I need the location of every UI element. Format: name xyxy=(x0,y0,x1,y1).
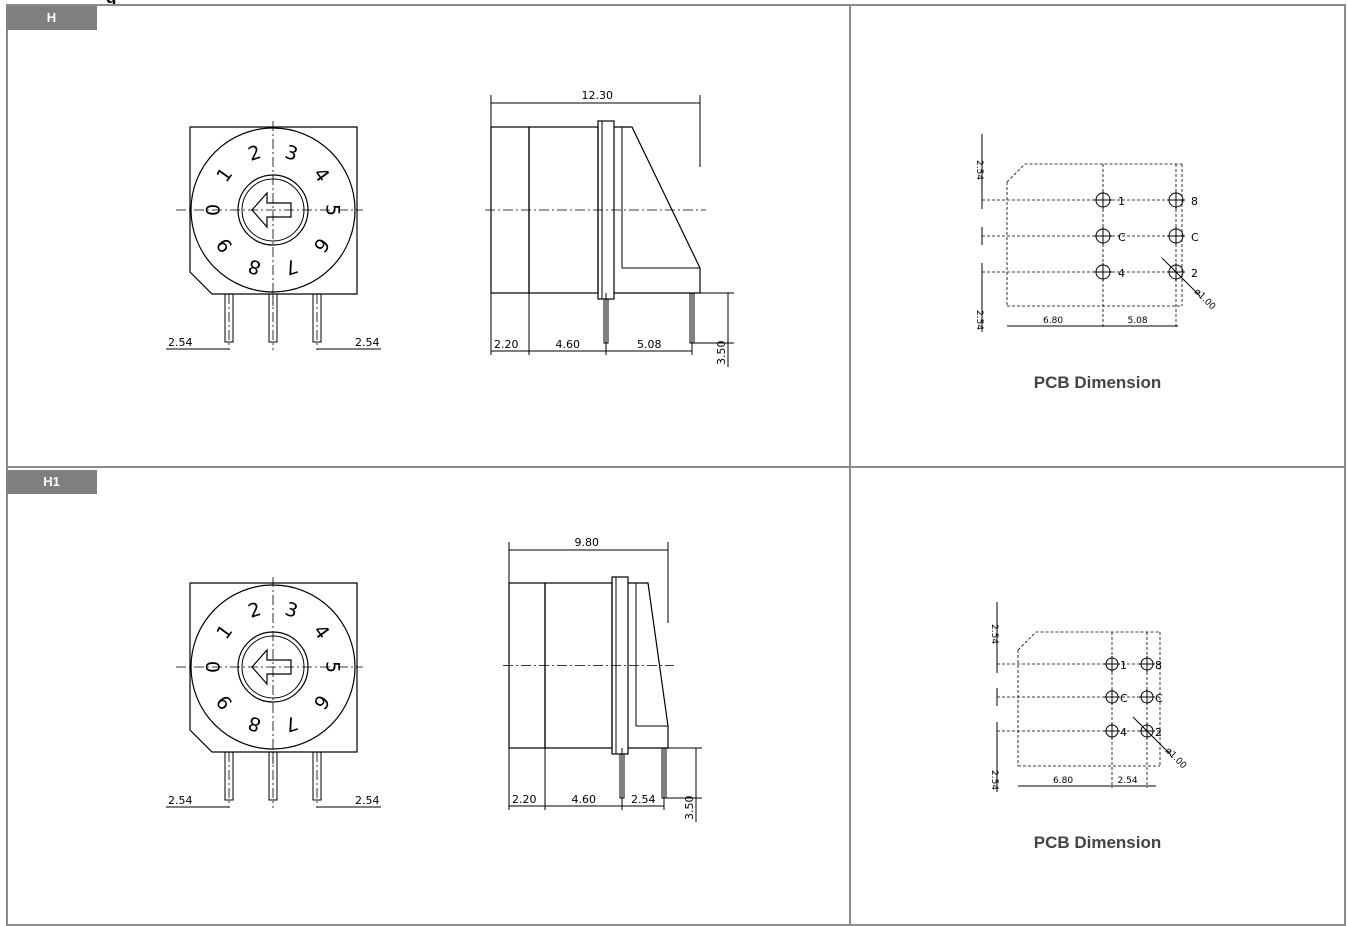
dial-digit-5: 5 xyxy=(322,661,344,673)
dial-digit-8: 8 xyxy=(245,711,263,736)
dial-digit-7: 7 xyxy=(282,711,300,736)
dim-pin-spacing: 5.08 xyxy=(637,338,662,351)
dim-pin-spacing: 2.54 xyxy=(631,793,656,806)
section-h-pcb-layout: 1 8C C 4 2 2.54 2.54 6.80 5.08 ø1.00 xyxy=(974,134,1217,332)
dial-digit-0: 0 xyxy=(203,204,225,216)
hole-leader xyxy=(1132,716,1172,756)
dial-digit-2: 2 xyxy=(245,598,263,623)
dim-left-pitch: 2.54 xyxy=(168,794,193,807)
section-h-pcb-caption: PCB Dimension xyxy=(1033,373,1162,392)
pad-label-C: C xyxy=(1191,231,1199,244)
section-h-side-view: 12.30 2.20 4.60 5.08 3.50 xyxy=(485,89,734,367)
dial-digit-4: 4 xyxy=(309,164,334,187)
section-h-drawing-panel xyxy=(6,4,851,468)
switch-housing-outline xyxy=(189,582,358,753)
section-h-tag: H xyxy=(6,6,97,30)
dim-cap-length: 2.20 xyxy=(494,338,519,351)
dim-body-length: 4.60 xyxy=(556,338,581,351)
dim-top-pitch: 2.54 xyxy=(989,624,999,644)
dial-digit-6: 6 xyxy=(309,234,334,257)
hole-leader xyxy=(1161,257,1201,297)
section-h1-pcb-caption: PCB Dimension xyxy=(1033,833,1162,852)
dim-hole-diameter: ø1.00 xyxy=(1163,746,1188,771)
dial-digit-5: 5 xyxy=(322,204,344,216)
pad-label-C: C xyxy=(1120,692,1128,705)
dim-right-pitch: 2.54 xyxy=(355,794,380,807)
dial-digit-4: 4 xyxy=(309,621,334,644)
dial-digit-0: 0 xyxy=(203,661,225,673)
header-fragment xyxy=(0,0,1348,6)
section-h1-drawing-panel xyxy=(6,466,851,926)
pad-label-1: 1 xyxy=(1120,659,1127,672)
dim-left-pitch: 2.54 xyxy=(168,336,193,349)
footprint-outline xyxy=(1017,631,1160,651)
dim-pin-length: 3.50 xyxy=(715,341,728,366)
dim-body-length: 4.60 xyxy=(572,793,597,806)
dial-digit-3: 3 xyxy=(282,141,300,166)
dial-digit-1: 1 xyxy=(212,164,237,187)
dial-digit-3: 3 xyxy=(282,598,300,623)
dial-digit-6: 6 xyxy=(309,691,334,714)
dim-top-pitch: 2.54 xyxy=(974,160,984,180)
section-h1-pcb-panel xyxy=(849,466,1346,926)
dim-x-pitch: 5.08 xyxy=(1128,316,1148,326)
pad-label-8: 8 xyxy=(1191,195,1198,208)
dim-x-offset: 6.80 xyxy=(1053,776,1073,786)
dim-pin-length: 3.50 xyxy=(683,796,696,821)
pad-label-C: C xyxy=(1155,692,1163,705)
dim-hole-diameter: ø1.00 xyxy=(1192,287,1217,312)
dial-digit-2: 2 xyxy=(245,141,263,166)
dial-digit-8: 8 xyxy=(245,254,263,279)
dim-x-pitch: 2.54 xyxy=(1118,776,1138,786)
dial-digit-7: 7 xyxy=(282,254,300,279)
header-partial-text: g xyxy=(106,0,116,8)
dial-digit-9: 9 xyxy=(212,234,237,257)
section-h1-tag: H1 xyxy=(6,470,97,494)
section-h1-pcb-layout: 1 8C C 4 2 2.54 2.54 6.80 2.54 ø1.00 xyxy=(989,602,1188,792)
dim-overall-length: 12.30 xyxy=(582,89,614,102)
dim-bottom-pitch: 2.54 xyxy=(989,770,999,790)
dial-digit-1: 1 xyxy=(212,621,237,644)
section-h1-side-view: 9.80 2.20 4.60 2.54 3.50 xyxy=(503,536,702,822)
pad-label-C: C xyxy=(1118,231,1126,244)
dim-right-pitch: 2.54 xyxy=(355,336,380,349)
pad-label-4: 4 xyxy=(1120,726,1127,739)
pad-label-4: 4 xyxy=(1118,267,1125,280)
switch-housing-outline xyxy=(189,126,358,295)
dim-cap-length: 2.20 xyxy=(512,793,537,806)
pad-label-8: 8 xyxy=(1155,659,1162,672)
pad-label-2: 2 xyxy=(1191,267,1198,280)
dial-digit-9: 9 xyxy=(212,691,237,714)
pad-label-2: 2 xyxy=(1155,726,1162,739)
dim-overall-length: 9.80 xyxy=(575,536,600,549)
footprint-outline xyxy=(1006,163,1182,183)
dim-bottom-pitch: 2.54 xyxy=(974,310,984,330)
dim-x-offset: 6.80 xyxy=(1043,316,1063,326)
pad-label-1: 1 xyxy=(1118,195,1125,208)
